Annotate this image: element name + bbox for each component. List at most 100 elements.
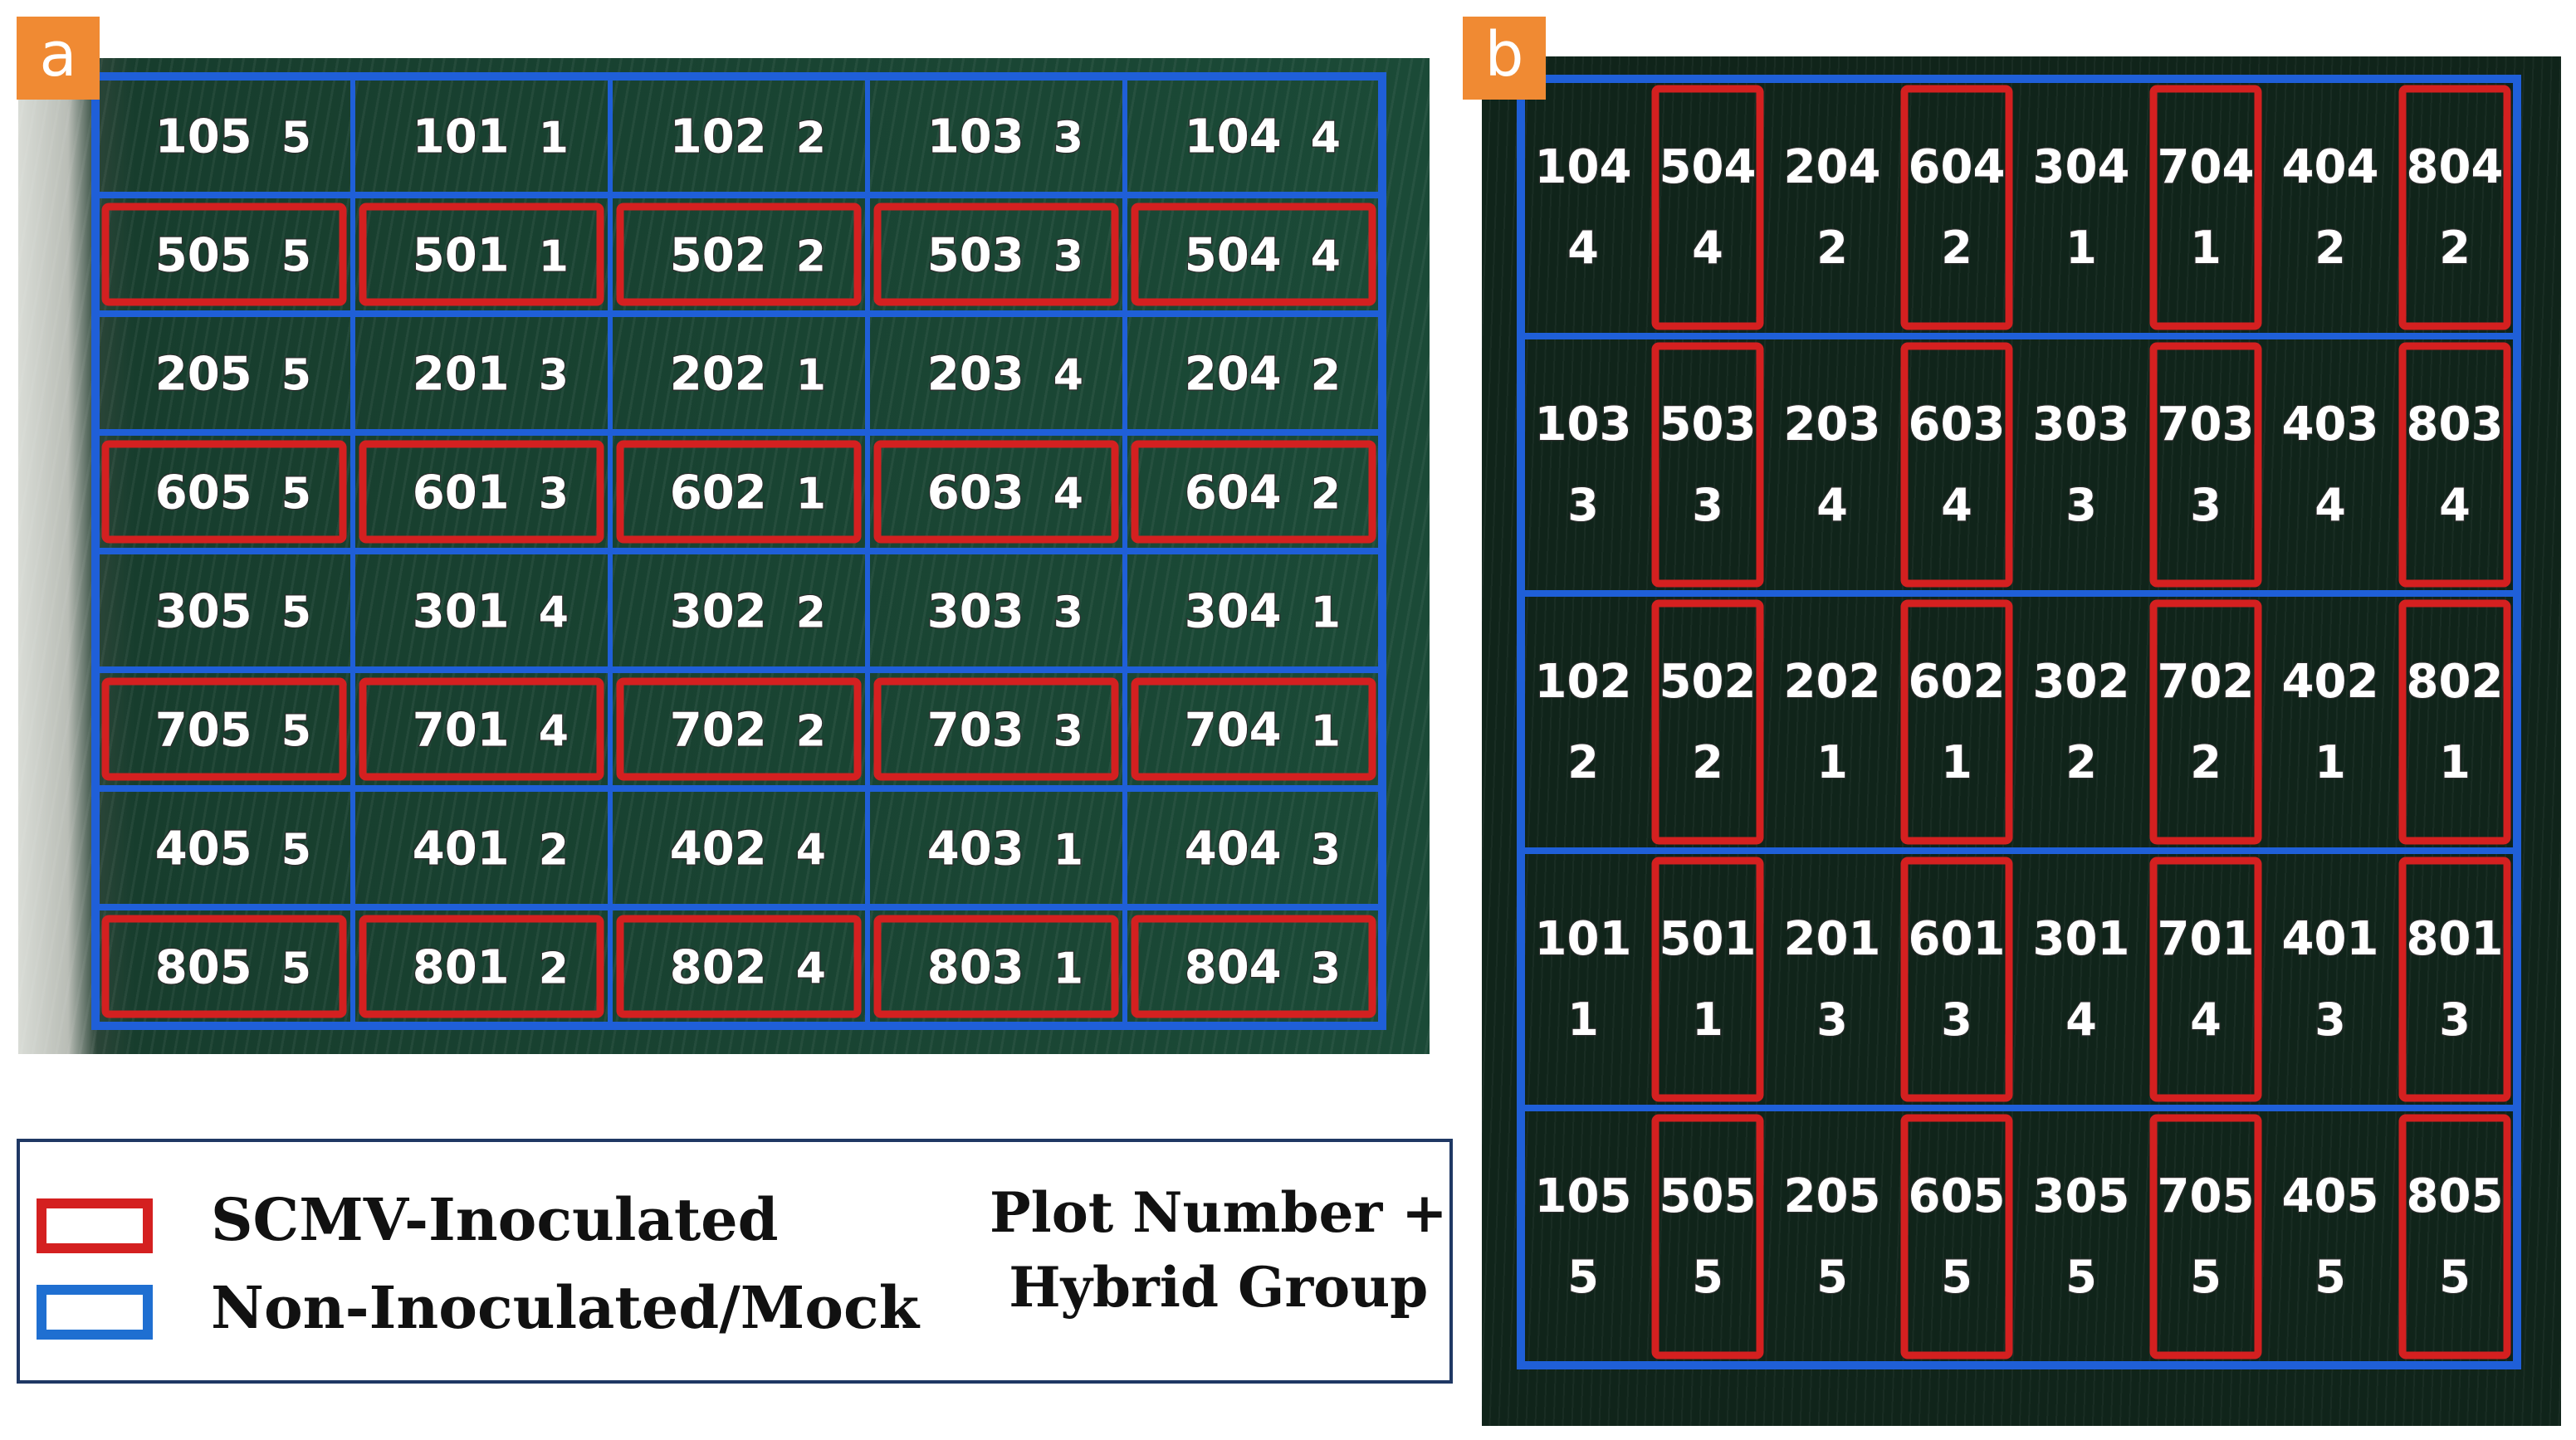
plot-box-scmv xyxy=(2149,857,2262,1102)
plot-number-label: 504 xyxy=(1659,140,1757,194)
plot-number-label: 802 xyxy=(2407,655,2504,709)
plot-number-label: 801 xyxy=(413,941,510,995)
hybrid-group-label: 4 xyxy=(1053,470,1083,520)
hybrid-group-label: 2 xyxy=(1567,736,1599,788)
hybrid-group-label: 1 xyxy=(2314,736,2346,788)
plot-number-label: 405 xyxy=(155,823,252,876)
plot-number-label: 504 xyxy=(1185,229,1282,283)
plot-box-scmv xyxy=(1900,342,2013,588)
panel-a-field-image xyxy=(18,58,1430,1054)
plot-number-label: 603 xyxy=(1909,398,2006,452)
hybrid-group-label: 4 xyxy=(2065,993,2097,1046)
plot-box-scmv xyxy=(359,440,604,544)
hybrid-group-label: 4 xyxy=(2439,479,2471,531)
plot-number-label: 404 xyxy=(2282,140,2379,194)
hybrid-group-label: 2 xyxy=(1692,736,1723,788)
plot-number-label: 803 xyxy=(927,941,1024,995)
plot-number-label: 305 xyxy=(155,585,252,639)
hybrid-group-label: 3 xyxy=(2190,479,2222,531)
hybrid-group-label: 2 xyxy=(1816,222,1848,274)
hybrid-group-label: 1 xyxy=(2439,736,2471,788)
hybrid-group-label: 1 xyxy=(1692,993,1723,1046)
plot-number-label: 502 xyxy=(670,229,767,283)
plot-number-label: 104 xyxy=(1185,110,1282,164)
plot-number-label: 605 xyxy=(1909,1169,2006,1223)
hybrid-group-label: 5 xyxy=(1567,1251,1599,1303)
hybrid-group-label: 4 xyxy=(1053,351,1083,401)
plot-number-label: 705 xyxy=(2158,1169,2255,1223)
plot-number-label: 705 xyxy=(155,704,252,758)
plot-number-label: 802 xyxy=(670,941,767,995)
plot-number-label: 101 xyxy=(413,110,510,164)
plot-box-scmv xyxy=(873,203,1119,306)
plot-number-label: 502 xyxy=(1659,655,1757,709)
plot-number-label: 403 xyxy=(2282,398,2379,452)
hybrid-group-label: 2 xyxy=(796,114,826,164)
plot-box-scmv xyxy=(616,915,862,1018)
plot-number-label: 604 xyxy=(1185,466,1282,520)
plot-number-label: 104 xyxy=(1535,140,1632,194)
plot-number-label: 703 xyxy=(927,704,1024,758)
plot-box-scmv xyxy=(1651,85,1764,330)
plot-box-scmv xyxy=(359,915,604,1018)
plot-box-scmv xyxy=(2398,342,2511,588)
plot-box-scmv xyxy=(1900,599,2013,845)
plot-number-label: 304 xyxy=(2033,140,2130,194)
hybrid-group-label: 5 xyxy=(2314,1251,2346,1303)
hybrid-group-label: 4 xyxy=(539,707,569,757)
plot-number-label: 501 xyxy=(413,229,510,283)
panel-b-label: b xyxy=(1463,17,1546,100)
plot-number-label: 201 xyxy=(413,348,510,402)
hybrid-group-label: 3 xyxy=(1311,826,1341,876)
plot-number-label: 801 xyxy=(2407,912,2504,966)
hybrid-group-label: 1 xyxy=(1053,826,1083,876)
plot-number-label: 302 xyxy=(670,585,767,639)
plot-box-scmv xyxy=(101,915,347,1018)
legend-plot-label: Plot Number + Hybrid Group xyxy=(990,1175,1448,1325)
hybrid-group-label: 3 xyxy=(1053,707,1083,757)
hybrid-group-label: 5 xyxy=(281,588,311,638)
plot-number-label: 805 xyxy=(2407,1169,2504,1223)
hybrid-group-label: 5 xyxy=(281,114,311,164)
plot-box-scmv xyxy=(1651,342,1764,588)
plot-number-label: 201 xyxy=(1784,912,1881,966)
plot-number-label: 302 xyxy=(2033,655,2130,709)
plot-box-scmv xyxy=(1131,440,1376,544)
hybrid-group-label: 3 xyxy=(1053,114,1083,164)
panel-b-outer-border xyxy=(1517,75,2521,1369)
plot-number-label: 601 xyxy=(1909,912,2006,966)
plot-box-scmv xyxy=(2398,1114,2511,1359)
hybrid-group-label: 1 xyxy=(1053,945,1083,994)
plot-number-label: 503 xyxy=(1659,398,1757,452)
plot-number-label: 604 xyxy=(1909,140,2006,194)
hybrid-group-label: 5 xyxy=(281,826,311,876)
hybrid-group-label: 5 xyxy=(281,945,311,994)
plot-box-scmv xyxy=(101,677,347,781)
plot-number-label: 803 xyxy=(2407,398,2504,452)
hybrid-group-label: 2 xyxy=(1311,351,1341,401)
hybrid-group-label: 3 xyxy=(1816,993,1848,1046)
plot-number-label: 505 xyxy=(155,229,252,283)
hybrid-group-label: 3 xyxy=(2314,993,2346,1046)
plot-box-scmv xyxy=(616,440,862,544)
hybrid-group-label: 5 xyxy=(1941,1251,1972,1303)
plot-number-label: 301 xyxy=(2033,912,2130,966)
scmv-swatch xyxy=(37,1198,153,1253)
hybrid-group-label: 4 xyxy=(539,588,569,638)
hybrid-group-label: 3 xyxy=(1311,945,1341,994)
legend-plot-line2: Hybrid Group xyxy=(1009,1255,1429,1320)
plot-number-label: 505 xyxy=(1659,1169,1757,1223)
hybrid-group-label: 5 xyxy=(2065,1251,2097,1303)
panel-a-label: a xyxy=(17,17,100,100)
plot-box-scmv xyxy=(1131,915,1376,1018)
plot-number-label: 704 xyxy=(1185,704,1282,758)
plot-number-label: 103 xyxy=(927,110,1024,164)
plot-number-label: 701 xyxy=(413,704,510,758)
legend-plot-line1: Plot Number + xyxy=(990,1180,1448,1245)
hybrid-group-label: 3 xyxy=(1692,479,1723,531)
hybrid-group-label: 4 xyxy=(1941,479,1972,531)
legend: SCMV-Inoculated Non-Inoculated/Mock Plot… xyxy=(17,1139,1453,1384)
plot-box-scmv xyxy=(1900,1114,2013,1359)
hybrid-group-label: 5 xyxy=(2190,1251,2222,1303)
